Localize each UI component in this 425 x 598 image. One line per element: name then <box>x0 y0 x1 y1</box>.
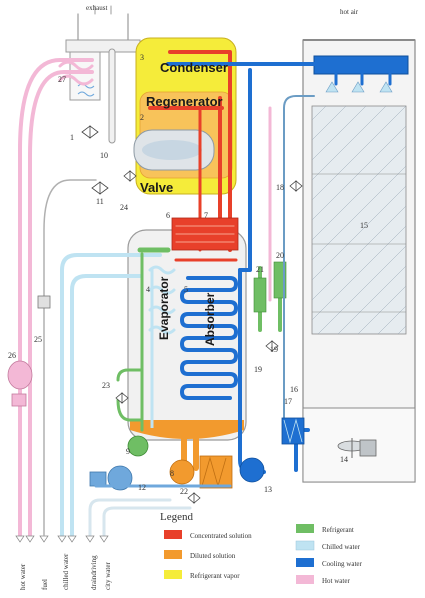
number-7: 7 <box>204 211 208 220</box>
number-6: 6 <box>166 211 170 220</box>
number-18: 18 <box>276 183 284 192</box>
exhaust-label: exhaust <box>86 4 107 12</box>
chilled-water-strainer <box>90 472 106 486</box>
bottom-label-chilled-water: chilled water <box>62 553 70 590</box>
number-26: 26 <box>8 351 16 360</box>
legend-label-cooling: Cooling water <box>322 560 363 568</box>
refrigerant-pump <box>128 436 148 456</box>
legend-label-vapor: Refrigerant vapor <box>190 572 240 580</box>
number-10: 10 <box>100 151 108 160</box>
number-24: 24 <box>120 203 128 212</box>
legend-swatch-vapor <box>164 570 182 579</box>
number-2: 2 <box>140 113 144 122</box>
solution-pump-box <box>200 456 232 488</box>
hot-air-label: hot air <box>340 8 359 16</box>
legend-label-chilled: Chilled water <box>322 543 361 551</box>
number-27: 27 <box>58 75 66 84</box>
hot-water-strainer <box>12 394 26 406</box>
number-22: 22 <box>180 487 188 496</box>
legend-label-concentrated: Concentrated solution <box>190 532 252 540</box>
number-5: 5 <box>184 285 188 294</box>
legend-swatch-hot <box>296 575 314 584</box>
legend-swatch-diluted <box>164 550 182 559</box>
number-19-a: 19 <box>254 365 262 374</box>
legend-label-refrigerant: Refrigerant <box>322 526 354 534</box>
bottom-label-hot-water: hot water <box>19 563 27 590</box>
number-17: 17 <box>284 397 292 406</box>
number-8: 8 <box>170 469 174 478</box>
legend-swatch-chilled <box>296 541 314 550</box>
number-3: 3 <box>140 53 144 62</box>
bottom-label-city-water: city water <box>104 562 112 590</box>
number-4: 4 <box>146 285 150 294</box>
distribution-header <box>314 56 408 74</box>
number-25: 25 <box>34 335 42 344</box>
regenerator-label: Regenerator <box>146 94 223 109</box>
number-9: 9 <box>126 447 130 456</box>
valve-label: Valve <box>140 180 173 195</box>
number-11: 11 <box>96 197 104 206</box>
refrigerant-tank-21 <box>254 278 266 312</box>
cooling-water-pump <box>240 458 264 482</box>
fuel-strainer <box>38 296 50 308</box>
cooling-tower <box>303 40 415 482</box>
bottom-label-fuel: fuel <box>41 579 49 590</box>
legend-swatch-cooling <box>296 558 314 567</box>
hot-water-pump <box>8 361 32 389</box>
number-14: 14 <box>340 455 348 464</box>
legend-label-hot: Hot water <box>322 577 350 585</box>
number-1: 1 <box>70 133 74 142</box>
legend-title: Legend <box>160 511 193 523</box>
evaporator-label: Evaporator <box>157 276 171 340</box>
number-20: 20 <box>276 251 284 260</box>
number-19-b: 19 <box>270 345 278 354</box>
number-23: 23 <box>102 381 110 390</box>
legend-swatch-refrigerant <box>296 524 314 533</box>
number-21: 21 <box>256 265 264 274</box>
number-12: 12 <box>138 483 146 492</box>
bottom-label-draindriving: draindriving <box>90 555 98 590</box>
legend-swatch-concentrated <box>164 530 182 539</box>
number-15: 15 <box>360 221 368 230</box>
legend: Legend Concentrated solution Diluted sol… <box>160 511 363 585</box>
number-13: 13 <box>264 485 272 494</box>
number-16: 16 <box>290 385 298 394</box>
absorber-label: Absorber <box>203 292 217 346</box>
condenser-label: Condenser <box>160 60 228 75</box>
legend-label-diluted: Diluted solution <box>190 552 236 560</box>
bottom-labels: hot water fuel chilled water draindrivin… <box>16 536 112 590</box>
